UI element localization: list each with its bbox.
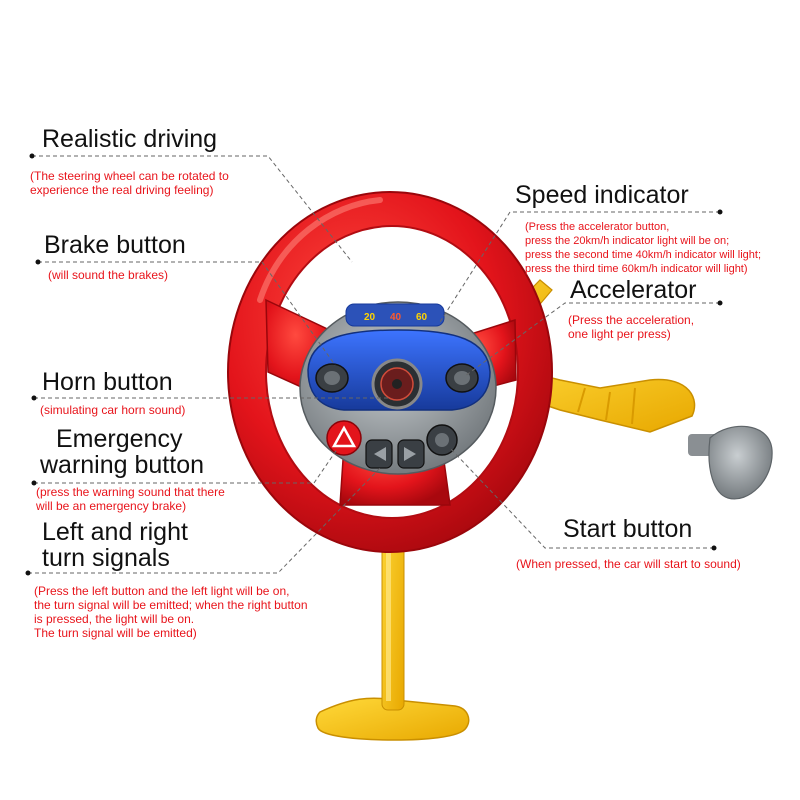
callout-desc-line: (Press the acceleration, (568, 313, 695, 327)
callout-desc-line: experience the real driving feeling) (30, 183, 214, 197)
callout-desc-line: is pressed, the light will be on. (34, 612, 195, 626)
callout-desc-line: (press the warning sound that there (36, 485, 225, 499)
callout-desc-line: one light per press) (568, 327, 671, 341)
callout-emergency-warning-desc: (press the warning sound that there will… (36, 485, 225, 513)
callout-desc-line: (Press the accelerator button, (525, 221, 670, 233)
callout-desc-line: will be an emergency brake) (36, 499, 187, 513)
callout-speed-indicator: Speed indicator (515, 182, 689, 208)
left-arrow-icon (374, 447, 386, 461)
callout-realistic-driving-desc: (The steering wheel can be rotated to ex… (30, 169, 229, 197)
callout-desc-line: (Press the left button and the left ligh… (34, 584, 290, 598)
callout-title: Speed indicator (515, 181, 689, 209)
callout-turn-signals: Left and right turn signals (42, 519, 188, 571)
callout-horn-button-desc: (simulating car horn sound) (40, 403, 185, 417)
callout-brake-button-desc: (will sound the brakes) (48, 268, 168, 282)
callout-desc-line: (simulating car horn sound) (40, 403, 186, 417)
control-hub: 20 40 60 (299, 301, 497, 475)
suction-cup (688, 425, 773, 500)
leader-lines (28, 155, 720, 574)
hazard-triangle-icon (331, 425, 357, 448)
callout-desc-line: press the 20km/h indicator light will be… (525, 235, 730, 247)
callout-horn-button: Horn button (42, 369, 173, 395)
leader-dots (25, 153, 723, 576)
callout-desc-line: The turn signal will be emitted) (34, 626, 197, 640)
callout-desc-line: press the second time 40km/h indicator w… (525, 249, 761, 261)
callout-emergency-warning: Emergency warning button (40, 426, 204, 478)
callout-title-line: Emergency (56, 425, 183, 453)
callout-brake-button: Brake button (44, 232, 186, 258)
callout-title-line: turn signals (42, 544, 170, 572)
dial-label-20: 20 (364, 312, 376, 323)
callout-desc-line: (will sound the brakes) (48, 268, 169, 282)
callout-start-button-desc: (When pressed, the car will start to sou… (516, 557, 741, 571)
callout-title-line: warning button (40, 451, 205, 479)
callout-title: Brake button (44, 231, 186, 259)
callout-title: Realistic driving (42, 125, 218, 153)
callout-title: Horn button (42, 368, 173, 396)
dial-label-60: 60 (416, 312, 428, 323)
callout-speed-indicator-desc: (Press the accelerator button, press the… (525, 220, 761, 276)
callout-desc-line: the turn signal will be emitted; when th… (34, 598, 308, 612)
callout-desc-line: press the third time 60km/h indicator wi… (525, 263, 748, 275)
callout-accelerator: Accelerator (570, 277, 696, 303)
callout-realistic-driving: Realistic driving (42, 126, 217, 152)
callout-start-button: Start button (563, 516, 692, 542)
callout-turn-signals-desc: (Press the left button and the left ligh… (34, 584, 308, 640)
dial-label-40: 40 (390, 312, 402, 323)
callout-desc-line: (When pressed, the car will start to sou… (516, 557, 741, 571)
callout-accelerator-desc: (Press the acceleration, one light per p… (568, 313, 694, 341)
callout-desc-line: (The steering wheel can be rotated to (30, 169, 229, 183)
callout-title-line: Left and right (42, 518, 188, 546)
callout-title: Start button (563, 515, 693, 543)
right-arrow-icon (404, 447, 416, 461)
callout-title: Accelerator (570, 276, 697, 304)
